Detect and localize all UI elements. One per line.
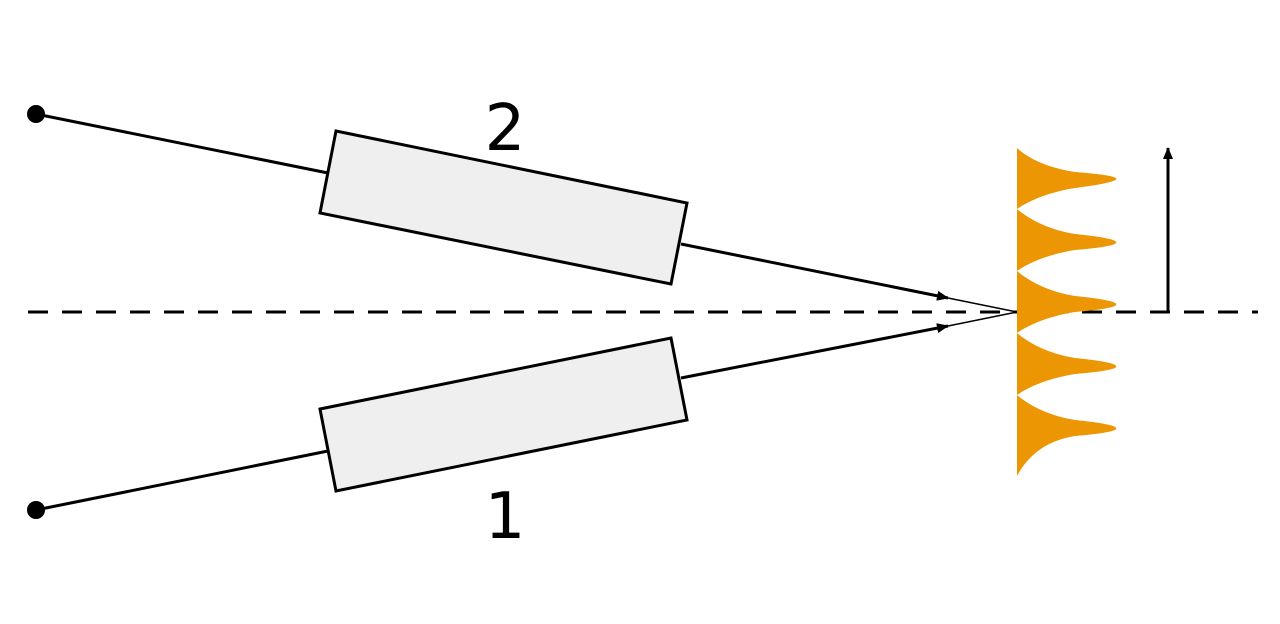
interference-pattern [1017, 148, 1117, 476]
lower-box [318, 336, 689, 493]
upper-path [27, 105, 1018, 313]
lower-source-dot [27, 501, 45, 519]
lower-arm-label: 1 [485, 480, 526, 554]
upper-box [318, 129, 689, 286]
upper-arm-label: 2 [485, 92, 526, 166]
upper-source-dot [27, 105, 45, 123]
lower-path [27, 311, 1018, 519]
